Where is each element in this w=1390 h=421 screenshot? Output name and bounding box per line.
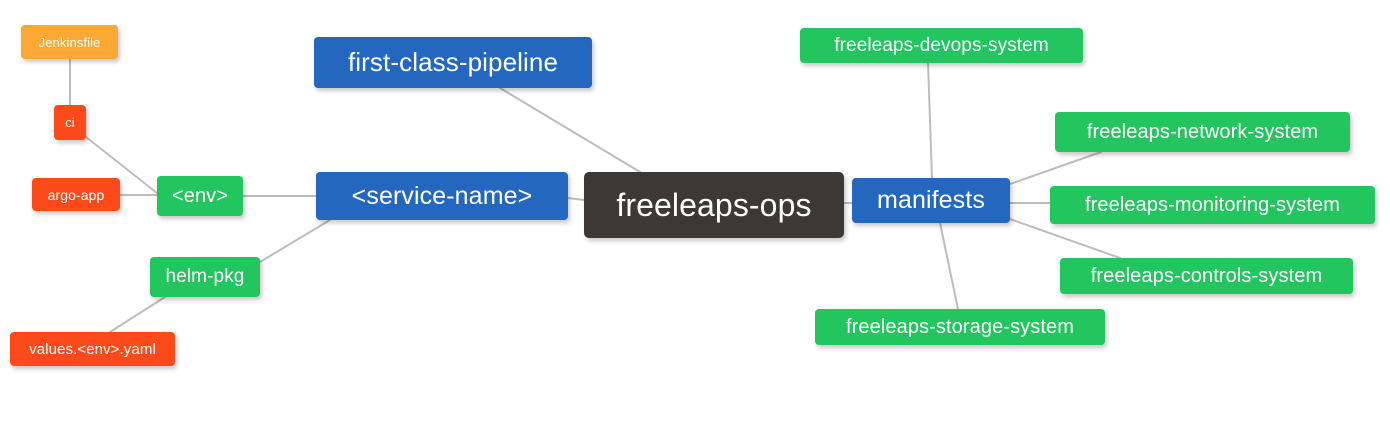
node-label: freeleaps-network-system <box>1086 120 1319 143</box>
node-storage-system[interactable]: freeleaps-storage-system <box>815 309 1105 345</box>
node-label: first-class-pipeline <box>347 47 559 77</box>
node-values-yaml[interactable]: values.<env>.yaml <box>10 332 175 366</box>
node-label: Jenkinsfile <box>38 34 101 50</box>
node-devops-system[interactable]: freeleaps-devops-system <box>800 28 1083 63</box>
node-label: freeleaps-devops-system <box>834 34 1049 56</box>
node-freeleaps-ops[interactable]: freeleaps-ops <box>584 172 844 238</box>
node-label: <env> <box>171 184 229 207</box>
node-label: freeleaps-controls-system <box>1090 264 1323 287</box>
node-label: freeleaps-monitoring-system <box>1084 193 1340 216</box>
node-controls-system[interactable]: freeleaps-controls-system <box>1060 258 1353 294</box>
node-helm-pkg[interactable]: helm-pkg <box>150 257 260 297</box>
node-label: <service-name> <box>351 181 533 210</box>
node-network-system[interactable]: freeleaps-network-system <box>1055 112 1350 152</box>
node-manifests[interactable]: manifests <box>852 178 1010 223</box>
node-label: helm-pkg <box>165 266 245 287</box>
node-service-name[interactable]: <service-name> <box>316 172 568 220</box>
node-label: freeleaps-storage-system <box>845 315 1075 338</box>
node-label: ci <box>65 115 75 130</box>
node-argo-app[interactable]: argo-app <box>32 178 120 211</box>
node-ci[interactable]: ci <box>54 105 86 140</box>
node-env[interactable]: <env> <box>157 176 243 216</box>
node-monitoring-system[interactable]: freeleaps-monitoring-system <box>1050 186 1375 224</box>
node-label: freeleaps-ops <box>616 186 812 223</box>
node-label: argo-app <box>47 186 105 203</box>
node-label: manifests <box>877 186 985 214</box>
node-first-class-pipeline[interactable]: first-class-pipeline <box>314 37 592 88</box>
node-label: values.<env>.yaml <box>29 340 156 358</box>
node-jenkinsfile[interactable]: Jenkinsfile <box>21 25 118 59</box>
